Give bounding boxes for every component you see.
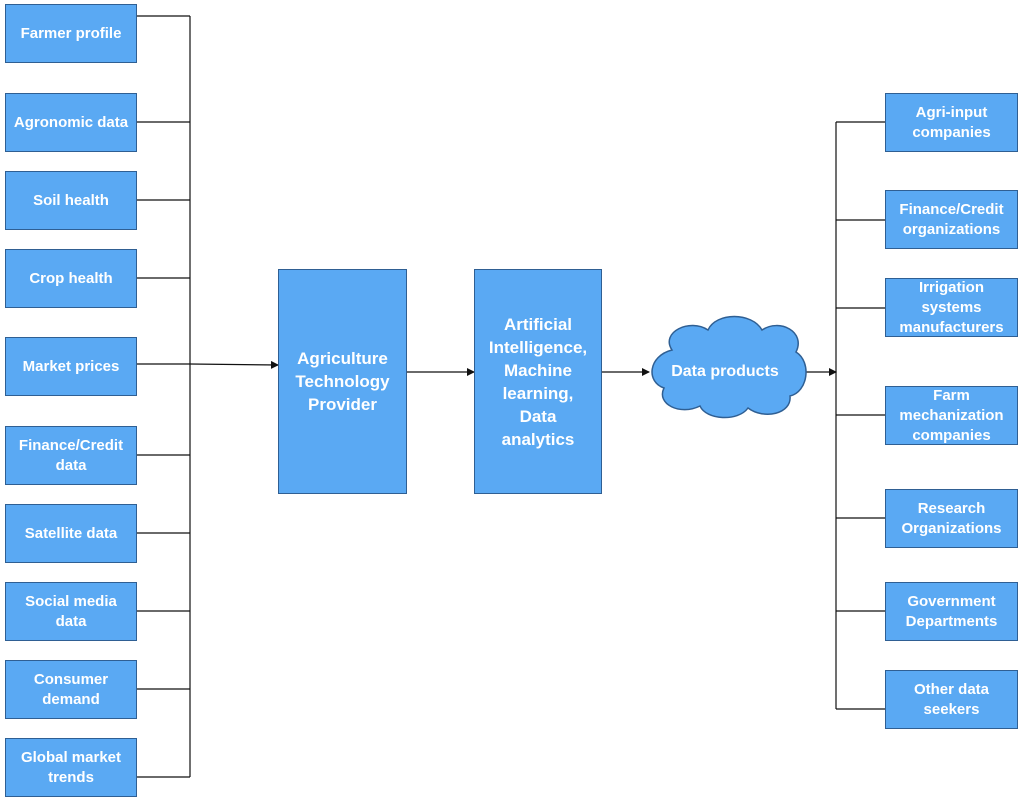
source-finance-credit-data: Finance/Credit data (5, 426, 137, 485)
consumer-finance-credit-organizations: Finance/Credit organizations (885, 190, 1018, 249)
agriculture-technology-provider: Agriculture Technology Provider (278, 269, 407, 494)
source-farmer-profile: Farmer profile (5, 4, 137, 63)
source-satellite-data: Satellite data (5, 504, 137, 563)
consumer-other-data-seekers: Other data seekers (885, 670, 1018, 729)
source-agronomic-data: Agronomic data (5, 93, 137, 152)
data-products-cloud (651, 315, 807, 419)
source-crop-health: Crop health (5, 249, 137, 308)
source-social-media-data: Social media data (5, 582, 137, 641)
consumer-irrigation-systems-manufacturers: Irrigation systems manufacturers (885, 278, 1018, 337)
ai-ml-analytics: Artificial Intelligence, Machine learnin… (474, 269, 602, 494)
source-global-market-trends: Global market trends (5, 738, 137, 797)
source-market-prices: Market prices (5, 337, 137, 396)
source-consumer-demand: Consumer demand (5, 660, 137, 719)
data-products-label: Data products (671, 363, 779, 380)
consumer-research-organizations: Research Organizations (885, 489, 1018, 548)
source-soil-health: Soil health (5, 171, 137, 230)
consumer-farm-mechanization-companies: Farm mechanization companies (885, 386, 1018, 445)
consumer-agri-input-companies: Agri-input companies (885, 93, 1018, 152)
consumer-government-departments: Government Departments (885, 582, 1018, 641)
arrow-sources-to-provider (189, 360, 279, 369)
